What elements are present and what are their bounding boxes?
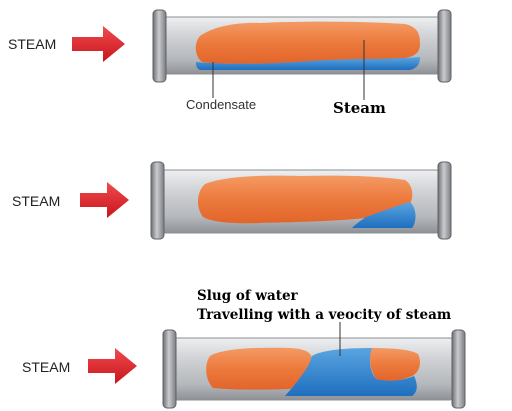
right-arrow-icon: [88, 348, 137, 384]
water-layer: [352, 202, 416, 228]
pipe-flange-left: [150, 161, 165, 240]
panel-accumulating-water: STEAM: [12, 161, 452, 240]
steam-region-upstream: [206, 347, 312, 390]
panel-water-slug: STEAM Slug of water Travelling with a ve…: [22, 288, 466, 409]
steam-region: [195, 21, 420, 64]
steam-inlet-label: STEAM: [22, 359, 70, 375]
steam-region-downstream: [369, 348, 420, 381]
panel-condensate: STEAM Condensate Steam: [8, 9, 452, 117]
right-arrow-icon: [72, 26, 125, 62]
right-arrow-icon: [80, 182, 129, 218]
pipe-flange-right: [437, 161, 452, 240]
pipe-flange-left: [152, 9, 167, 83]
slug-label-line2: Travelling with a veocity of steam: [197, 307, 451, 323]
slug-label-line1: Slug of water: [197, 288, 299, 304]
steam-inlet-label: STEAM: [12, 193, 60, 209]
steam-inlet-label: STEAM: [8, 36, 56, 52]
steam-region: [197, 175, 413, 224]
pipe-flange-right: [437, 9, 452, 83]
pipe-flange-left: [162, 329, 177, 409]
water-slug: [285, 348, 417, 396]
steam-label: Steam: [333, 99, 386, 117]
pipe-flange-right: [451, 329, 466, 409]
condensate-label: Condensate: [186, 97, 256, 112]
